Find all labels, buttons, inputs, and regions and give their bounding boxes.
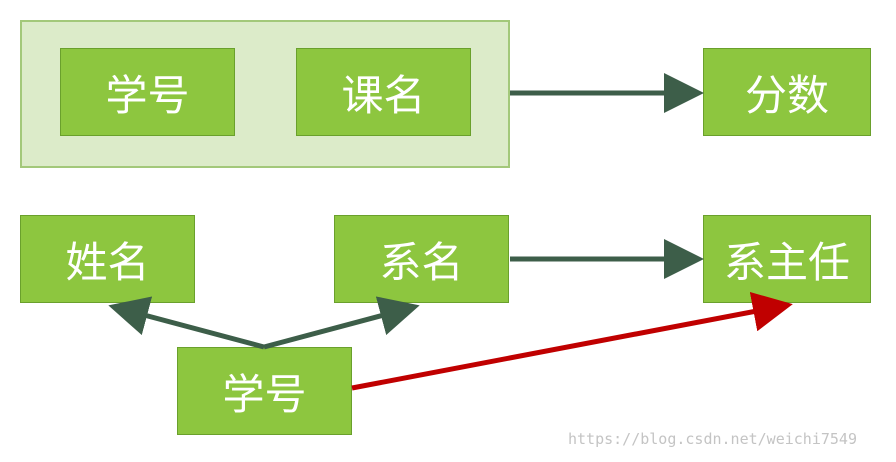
node-score: 分数 [703, 48, 871, 136]
node-department-name: 系名 [334, 215, 509, 303]
node-course-name: 课名 [296, 48, 471, 136]
arrow-id-to-name [108, 296, 265, 350]
node-name: 姓名 [20, 215, 195, 303]
watermark-url: https://blog.csdn.net/weichi7549 [568, 430, 857, 448]
arrow-id-to-head-transitive [351, 291, 793, 391]
node-student-id: 学号 [177, 347, 352, 435]
arrow-id-to-dept [263, 296, 420, 350]
node-student-id-in-key: 学号 [60, 48, 235, 136]
